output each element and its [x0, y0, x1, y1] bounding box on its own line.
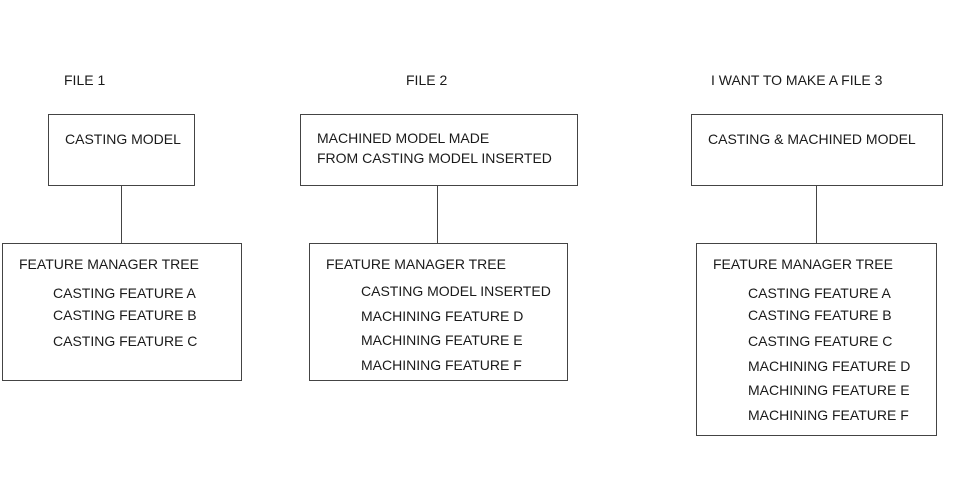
- file3-header: I WANT TO MAKE A FILE 3: [711, 72, 883, 88]
- file3-machining-feature-d: MACHINING FEATURE D: [748, 358, 911, 374]
- file2-header: FILE 2: [406, 72, 448, 88]
- file1-connector: [121, 186, 122, 244]
- file3-casting-feature-b: CASTING FEATURE B: [748, 307, 892, 323]
- file3-model-label: CASTING & MACHINED MODEL: [708, 131, 916, 147]
- file3-machining-feature-f: MACHINING FEATURE F: [748, 407, 909, 423]
- file2-connector: [437, 186, 438, 244]
- file3-tree-title: FEATURE MANAGER TREE: [713, 256, 893, 272]
- file1-tree-title: FEATURE MANAGER TREE: [19, 256, 199, 272]
- file1-feature-a: CASTING FEATURE A: [53, 285, 196, 301]
- file1-model-box: CASTING MODEL: [48, 114, 195, 186]
- file3-casting-feature-c: CASTING FEATURE C: [748, 333, 893, 349]
- file2-machining-feature-e: MACHINING FEATURE E: [361, 332, 523, 348]
- file3-connector: [816, 186, 817, 244]
- file2-model-box: MACHINED MODEL MADE FROM CASTING MODEL I…: [300, 114, 578, 186]
- file3-machining-feature-e: MACHINING FEATURE E: [748, 382, 910, 398]
- file2-machining-feature-d: MACHINING FEATURE D: [361, 308, 524, 324]
- file1-model-label: CASTING MODEL: [65, 131, 181, 147]
- file1-tree-box: FEATURE MANAGER TREE CASTING FEATURE A C…: [2, 243, 242, 381]
- file2-model-label-line2: FROM CASTING MODEL INSERTED: [317, 150, 552, 166]
- file2-model-label-line1: MACHINED MODEL MADE: [317, 130, 490, 146]
- file2-casting-model-inserted: CASTING MODEL INSERTED: [361, 283, 551, 299]
- file3-model-box: CASTING & MACHINED MODEL: [691, 114, 943, 186]
- file1-header: FILE 1: [64, 72, 106, 88]
- file1-feature-b: CASTING FEATURE B: [53, 307, 197, 323]
- file2-tree-title: FEATURE MANAGER TREE: [326, 256, 506, 272]
- file3-casting-feature-a: CASTING FEATURE A: [748, 285, 891, 301]
- file1-feature-c: CASTING FEATURE C: [53, 333, 198, 349]
- file2-machining-feature-f: MACHINING FEATURE F: [361, 357, 522, 373]
- file3-tree-box: FEATURE MANAGER TREE CASTING FEATURE A C…: [696, 243, 937, 436]
- file2-tree-box: FEATURE MANAGER TREE CASTING MODEL INSER…: [309, 243, 568, 381]
